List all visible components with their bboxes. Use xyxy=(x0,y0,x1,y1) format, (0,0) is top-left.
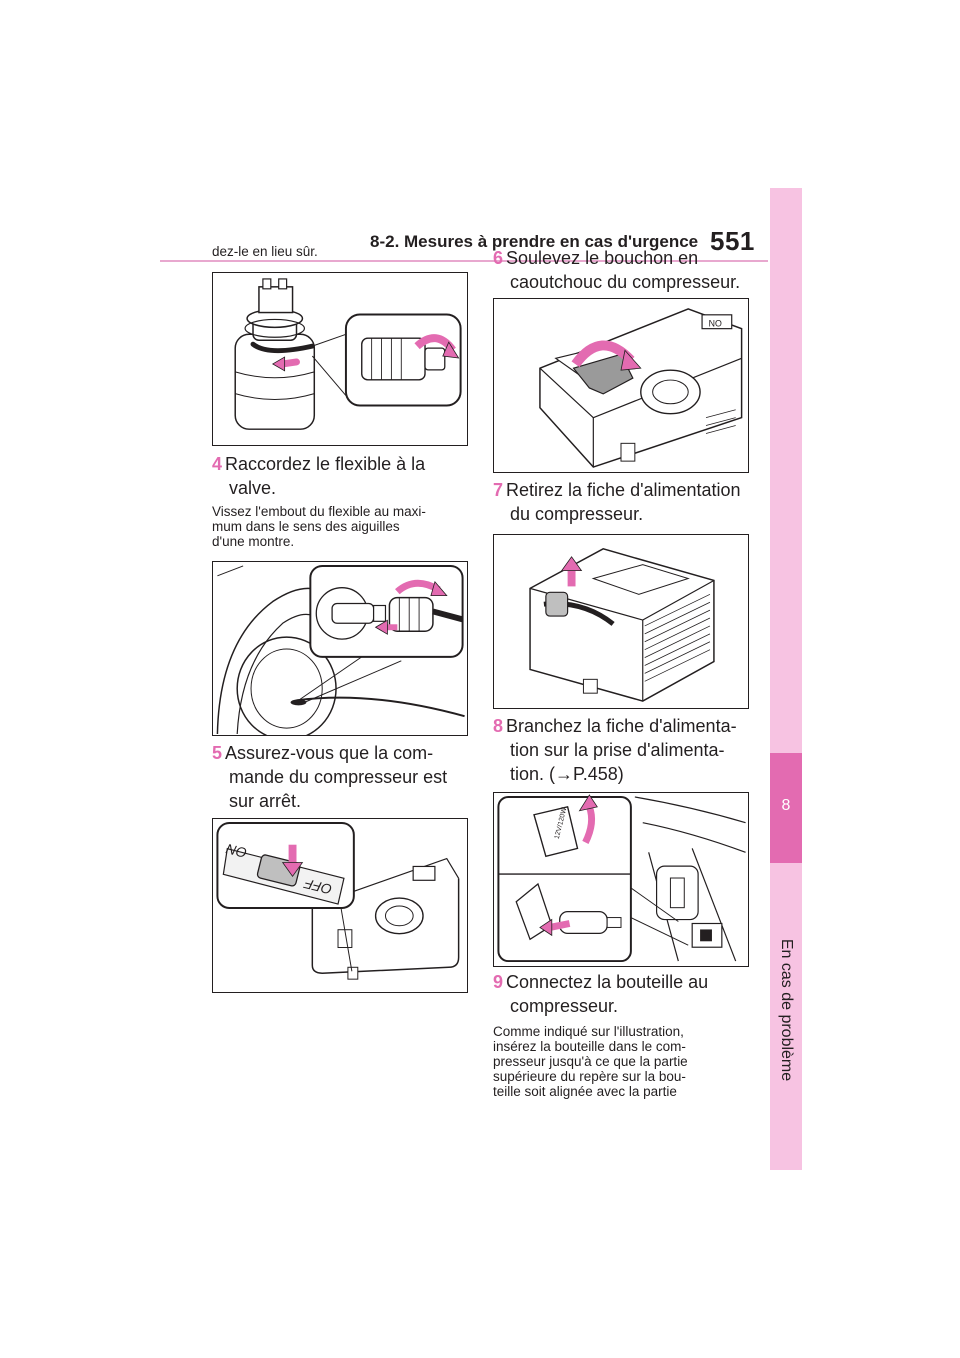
note-line: Comme indiqué sur l'illustration, xyxy=(493,1024,684,1039)
step-number: 5 xyxy=(212,743,223,763)
switch-off-label: OFF xyxy=(301,875,333,898)
figure-hose-valve xyxy=(212,561,468,736)
section-title: 8-2. Mesures à prendre en cas d'urgence xyxy=(370,232,699,251)
compressor-on-label: ON xyxy=(709,318,722,328)
chapter-title: En cas de problème xyxy=(778,938,795,1082)
header-rule xyxy=(160,260,768,262)
step-4-note: Vissez l'embout du flexible au maxi- mum… xyxy=(212,504,468,549)
step-number: 6 xyxy=(493,248,504,268)
step-number: 4 xyxy=(212,454,223,474)
note-line: presseur jusqu'à ce que la partie xyxy=(493,1054,688,1069)
figure-rubber-cap: ON xyxy=(493,298,749,473)
step-text: sur arrêt. xyxy=(229,791,302,811)
step-text: Branchez la fiche d'alimenta- xyxy=(506,716,737,736)
figure-power-plug xyxy=(493,534,749,709)
step-text: tion. (→P.458) xyxy=(510,764,624,784)
step-text: valve. xyxy=(229,478,277,498)
step-text: Connectez la bouteille au xyxy=(506,972,709,992)
note-line: insérez la bouteille dans le com- xyxy=(493,1039,686,1054)
chapter-number: 8 xyxy=(781,797,791,814)
page-number: 551 xyxy=(710,226,755,256)
step-text: Raccordez le flexible à la xyxy=(225,454,426,474)
step-text: mande du compresseur est xyxy=(229,767,448,787)
step-text: Soulevez le bouchon en xyxy=(506,248,699,268)
hose-valve-illustration xyxy=(216,564,465,735)
step-text: Assurez-vous que la com- xyxy=(225,743,434,763)
side-tab-chapter-marker xyxy=(770,753,802,863)
side-tab-upper xyxy=(770,188,802,753)
step-number: 9 xyxy=(493,972,504,992)
compressor-switch-illustration: ON OFF xyxy=(216,821,460,980)
rubber-cap-illustration: ON xyxy=(539,308,743,468)
step-text: tion sur la prise d'alimenta- xyxy=(510,740,725,760)
figure-bottle-hose xyxy=(212,272,468,446)
step-text: Retirez la fiche d'alimentation xyxy=(506,480,741,500)
bottle-hose-illustration xyxy=(234,278,462,430)
side-tab-lower xyxy=(770,863,802,1170)
step-number: 7 xyxy=(493,480,504,500)
step-number: 8 xyxy=(493,716,504,736)
power-plug-illustration xyxy=(529,548,715,702)
note-line: teille soit alignée avec la partie xyxy=(493,1084,677,1099)
note-line: d'une montre. xyxy=(212,534,295,549)
note-line: mum dans le sens des aiguilles xyxy=(212,519,400,534)
intro-text: dez-le en lieu sûr. xyxy=(212,244,318,259)
power-outlet-illustration: 12V/120W xyxy=(497,794,746,963)
step-text: caoutchouc du compresseur. xyxy=(510,272,741,292)
switch-on-label: ON xyxy=(225,841,249,862)
step-9-note: Comme indiqué sur l'illustration, insére… xyxy=(493,1024,749,1099)
step-text: compresseur. xyxy=(510,996,619,1016)
step-text: du compresseur. xyxy=(510,504,644,524)
figure-compressor-switch: ON OFF xyxy=(212,818,468,993)
note-line: Vissez l'embout du flexible au maxi- xyxy=(212,504,426,519)
figure-power-outlet: 12V/120W xyxy=(493,792,749,967)
note-line: supérieure du repère sur la bou- xyxy=(493,1069,686,1084)
